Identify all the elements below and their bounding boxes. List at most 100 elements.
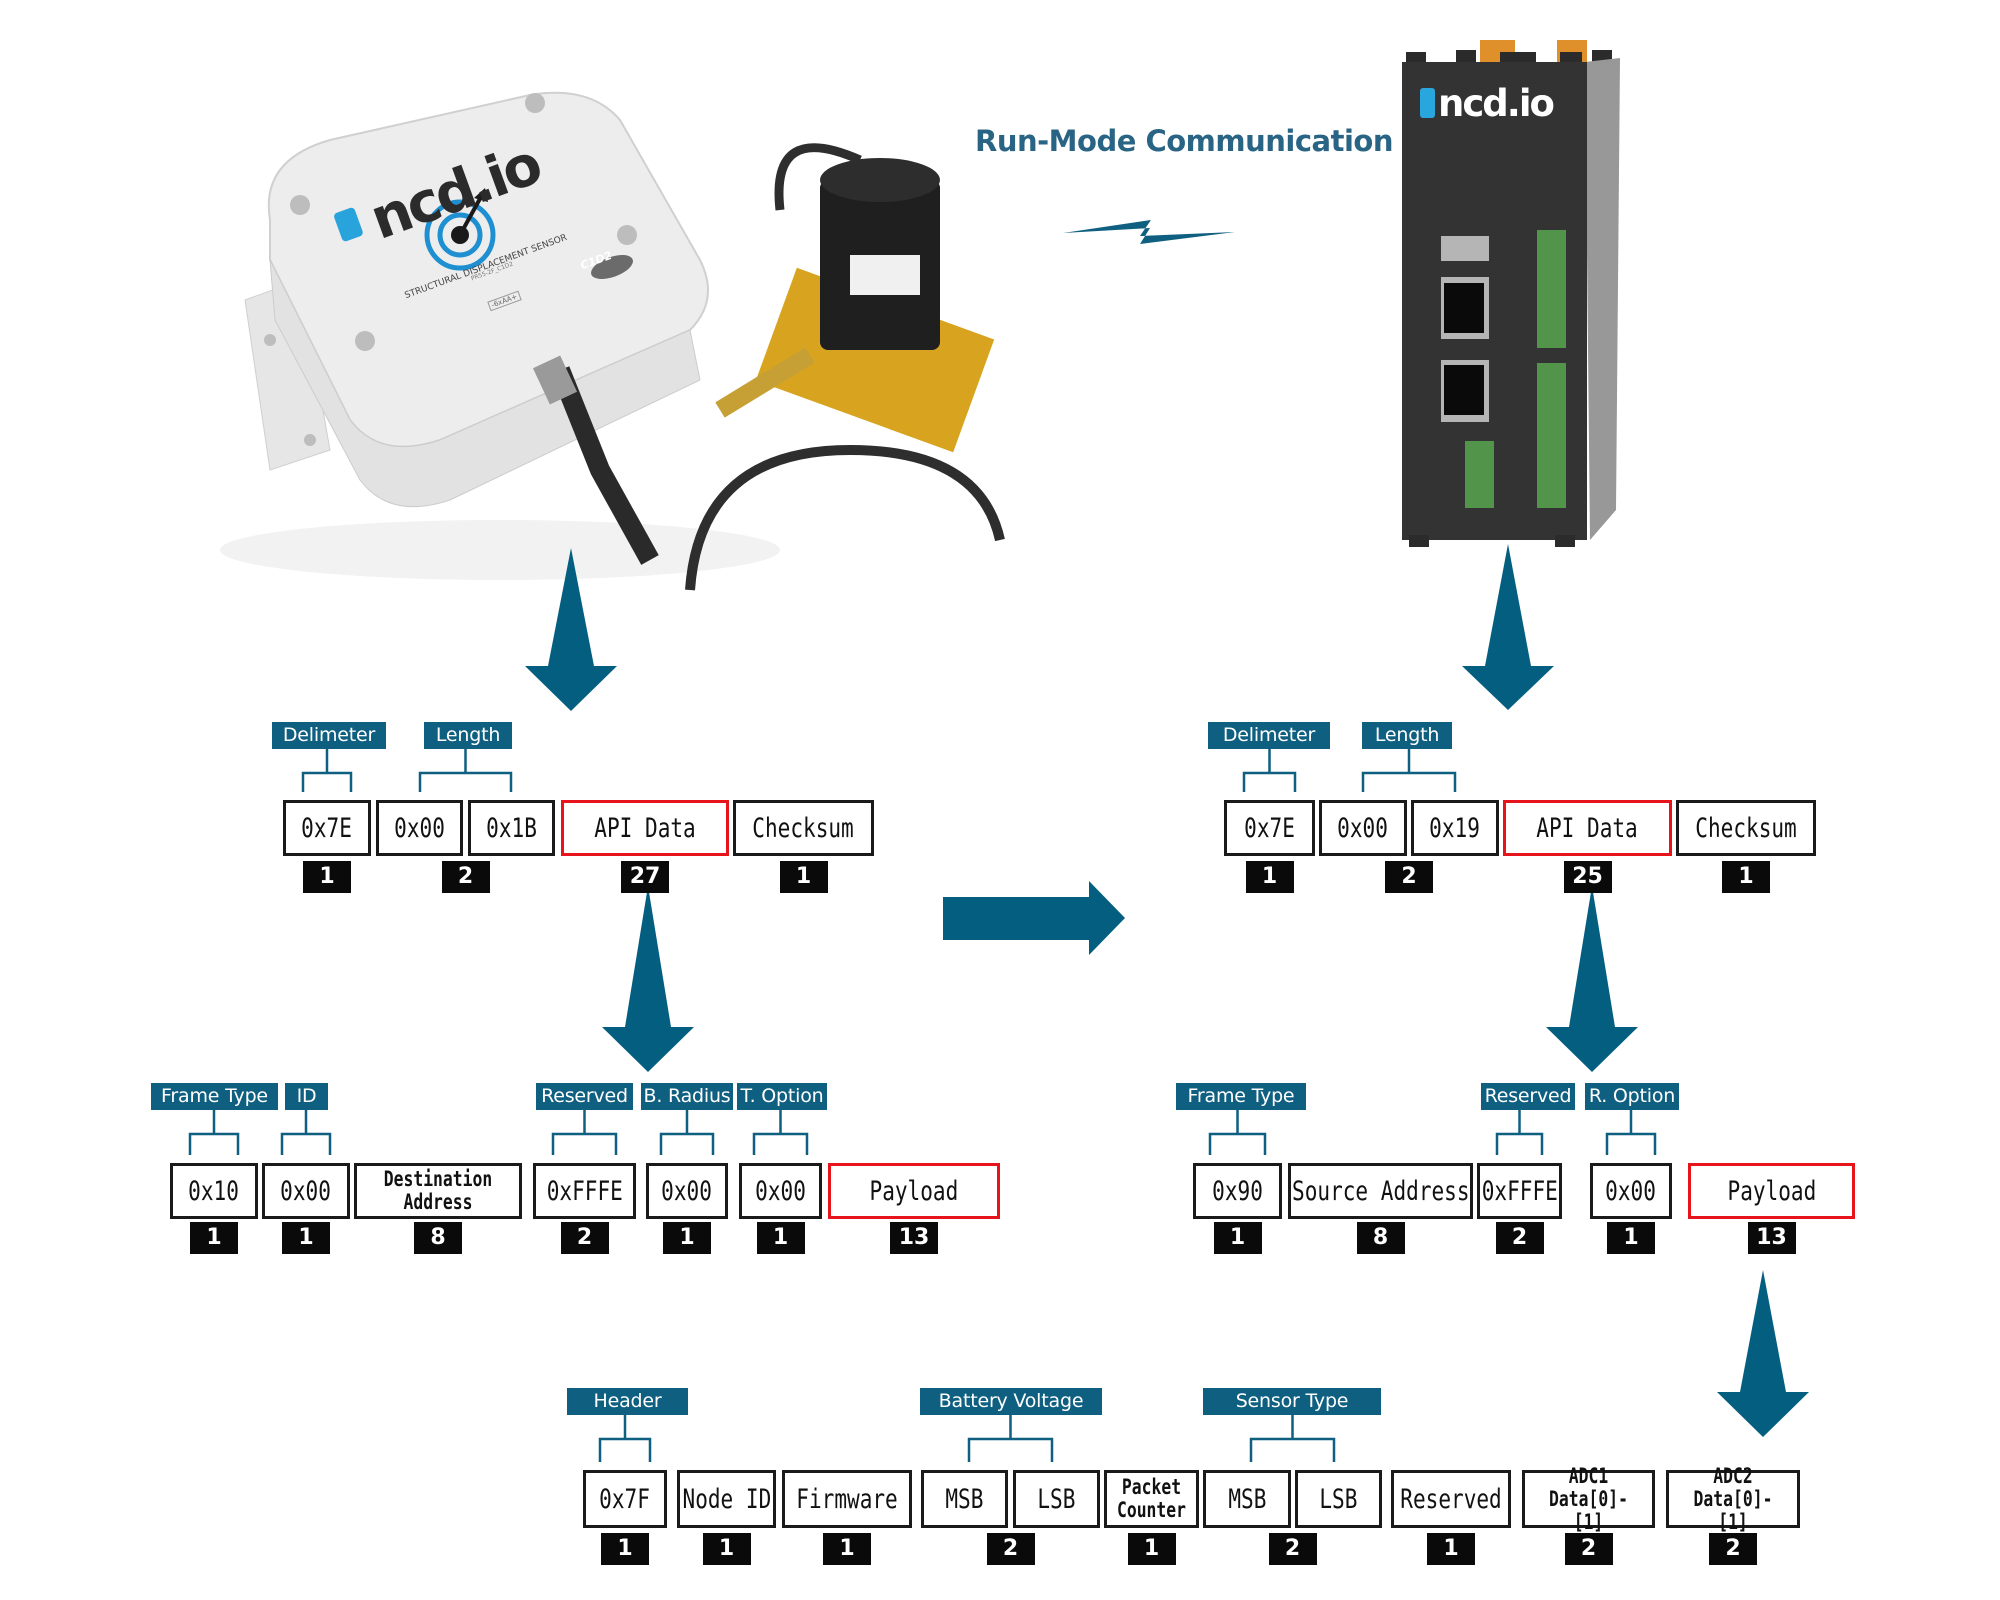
field-value: Destination Address [383, 1167, 493, 1214]
payload-field: Firmware [782, 1470, 912, 1528]
field-group-label: Reserved [1481, 1083, 1575, 1110]
field-value: ADC2 Data[0]-[1] [1693, 1463, 1773, 1534]
arrow-down-payload [1717, 1270, 1809, 1437]
payload-field: Reserved [1391, 1470, 1511, 1528]
byte-count-badge: 1 [756, 1222, 805, 1254]
field-value: 0x00 [755, 1175, 806, 1207]
tx_api-field: 0x00 [739, 1163, 822, 1219]
bracket-tx_frame-1 [418, 749, 513, 792]
byte-count-badge: 2 [441, 861, 490, 893]
payload-field: MSB [1203, 1470, 1291, 1528]
bracket-rx_frame-0 [1242, 749, 1297, 792]
field-value: 0x7E [301, 812, 353, 844]
tx_api-field: Payload [828, 1163, 1000, 1219]
bracket-tx_api-4 [752, 1110, 809, 1155]
byte-count-badge: 8 [414, 1222, 462, 1254]
field-value: ADC1 Data[0]-[1] [1549, 1463, 1628, 1534]
field-group-label: Sensor Type [1203, 1388, 1381, 1415]
byte-count-badge: 1 [823, 1533, 871, 1565]
field-group-label: Frame Type [151, 1083, 278, 1110]
byte-count-badge: 2 [1495, 1222, 1544, 1254]
rx_frame-field: 0x7E [1224, 800, 1315, 856]
gateway-device-illustration [1402, 40, 1620, 547]
field-value: 0x90 [1212, 1175, 1263, 1207]
bracket-payload-0 [598, 1415, 652, 1462]
byte-count-badge: 1 [190, 1222, 238, 1254]
field-value: 0x00 [1605, 1175, 1657, 1207]
bracket-payload-1 [967, 1415, 1054, 1462]
tx_api-field: 0x00 [262, 1163, 350, 1219]
field-group-label: Length [424, 722, 512, 749]
gateway-brand-logo: ncd.io [1438, 82, 1555, 125]
rx_api-field: 0x00 [1590, 1163, 1672, 1219]
byte-count-badge: 1 [702, 1533, 751, 1565]
bracket-tx_frame-0 [301, 749, 353, 792]
tx_frame-field: Checksum [733, 800, 874, 856]
byte-count-badge: 1 [1722, 861, 1770, 893]
field-value: 0x10 [188, 1175, 240, 1207]
field-value: Node ID [682, 1483, 771, 1515]
bracket-rx_frame-1 [1361, 749, 1457, 792]
byte-count-badge: 1 [1427, 1533, 1475, 1565]
field-value: LSB [1037, 1483, 1076, 1515]
field-group-label: Battery Voltage [920, 1388, 1102, 1415]
byte-count-badge: 2 [1564, 1533, 1613, 1565]
arrow-down-sensor [525, 548, 617, 711]
tx_frame-field: 0x1B [468, 800, 555, 856]
byte-count-badge: 1 [1245, 861, 1294, 893]
rx_frame-field: 0x19 [1411, 800, 1499, 856]
diagram-title: Run-Mode Communication [975, 124, 1393, 158]
rx_api-field: Source Address [1288, 1163, 1473, 1219]
field-value: Checksum [752, 812, 855, 844]
rx_api-field: 0x90 [1193, 1163, 1282, 1219]
field-value: 0x7E [1244, 812, 1295, 844]
field-value: 0x00 [1337, 812, 1389, 844]
byte-count-badge: 27 [621, 861, 669, 893]
payload-field: LSB [1013, 1470, 1100, 1528]
tx_frame-field: API Data [561, 800, 729, 856]
field-group-label: Delimeter [1208, 722, 1330, 749]
rx_frame-field: API Data [1503, 800, 1672, 856]
field-value: 0x00 [394, 812, 445, 844]
bracket-payload-2 [1249, 1415, 1336, 1462]
field-group-label: ID [285, 1083, 328, 1110]
field-value: 0x00 [661, 1175, 713, 1207]
byte-count-badge: 1 [663, 1222, 711, 1254]
tx_frame-field: 0x7E [283, 800, 371, 856]
payload-field: ADC1 Data[0]-[1] [1522, 1464, 1655, 1533]
payload-field: MSB [921, 1470, 1008, 1528]
rx_api-field: Payload [1688, 1163, 1855, 1219]
field-value: Source Address [1291, 1175, 1470, 1207]
field-group-label: Reserved [536, 1083, 633, 1110]
arrow-right-transmit [943, 881, 1125, 955]
field-value: Payload [869, 1175, 959, 1207]
bracket-rx_api-2 [1605, 1110, 1657, 1155]
field-value: Payload [1727, 1175, 1816, 1207]
field-value: 0x00 [280, 1175, 332, 1207]
byte-count-badge: 1 [1607, 1222, 1655, 1254]
payload-field: Node ID [677, 1470, 776, 1528]
field-group-label: Frame Type [1176, 1083, 1306, 1110]
field-group-label: Header [567, 1388, 688, 1415]
bracket-tx_api-0 [188, 1110, 240, 1155]
field-group-label: Length [1362, 722, 1452, 749]
payload-field: LSB [1295, 1470, 1382, 1528]
field-group-label: Delimeter [272, 722, 386, 749]
arrow-down-tx-api [602, 886, 694, 1072]
rx_api-field: 0xFFFE [1477, 1163, 1562, 1219]
byte-count-badge: 8 [1356, 1222, 1405, 1254]
field-value: Reserved [1400, 1483, 1502, 1515]
byte-count-badge: 25 [1563, 861, 1612, 893]
wireless-signal-icon [1063, 220, 1235, 244]
field-group-label: B. Radius [641, 1083, 733, 1110]
byte-count-badge: 1 [601, 1533, 649, 1565]
field-group-label: R. Option [1585, 1083, 1679, 1110]
byte-count-badge: 1 [282, 1222, 330, 1254]
field-value: API Data [1536, 812, 1639, 844]
field-value: 0x1B [486, 812, 537, 844]
bracket-tx_api-3 [659, 1110, 715, 1155]
payload-field: 0x7F [583, 1470, 667, 1528]
field-group-label: T. Option [737, 1083, 827, 1110]
byte-count-badge: 13 [1747, 1222, 1796, 1254]
